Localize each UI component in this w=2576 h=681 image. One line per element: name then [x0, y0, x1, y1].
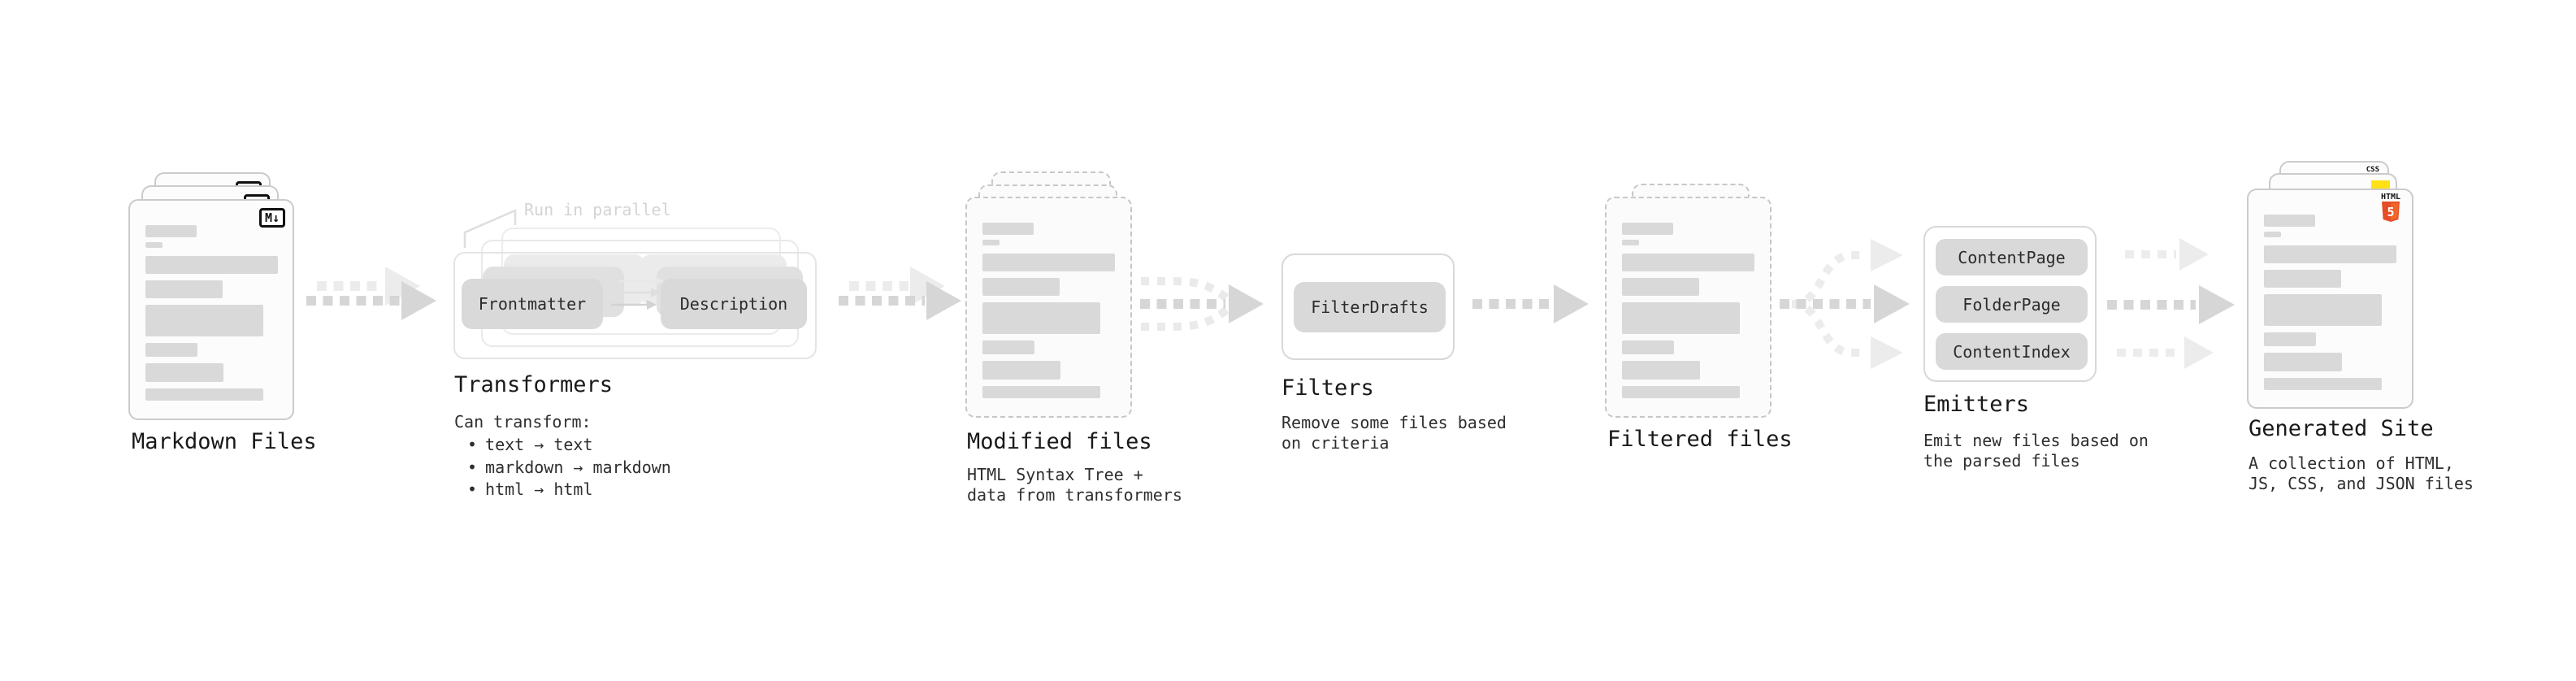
bullet-item: • markdown → markdown [461, 457, 671, 479]
placeholder-bars [1622, 223, 1754, 398]
bullet-item: • text → text [461, 434, 671, 457]
folder-page-box: FolderPage [1936, 286, 2088, 323]
bullet-text: markdown → markdown [485, 457, 671, 477]
file-card: M↓ [128, 199, 294, 420]
arrow-modified-to-filters-icon [1140, 277, 1264, 331]
file-card [965, 197, 1132, 418]
emitters-box: ContentPage FolderPage ContentIndex [1923, 226, 2097, 382]
html5-icon-label: HTML [2380, 193, 2401, 202]
description-label: Description [679, 294, 788, 314]
generated-site-title: Generated Site [2249, 416, 2434, 441]
subtitle-line: the parsed files [1923, 451, 2080, 471]
subtitle-line: on criteria [1281, 433, 1390, 453]
arrow-md-to-transformers-icon [306, 267, 436, 320]
placeholder-bars [982, 223, 1115, 398]
modified-files-title: Modified files [967, 429, 1152, 454]
filters-box: FilterDrafts [1281, 254, 1455, 360]
html5-icon: HTML 5 [2380, 193, 2401, 226]
subtitle-line: data from transformers [967, 485, 1182, 505]
filter-drafts-box: FilterDrafts [1294, 282, 1446, 332]
bullet-item: • html → html [461, 479, 671, 501]
description-box: Description [661, 279, 807, 329]
content-index-box: ContentIndex [1936, 333, 2088, 370]
transformer-panel [453, 252, 817, 359]
arrow-transformers-to-modified-icon [839, 267, 961, 320]
emitters-title: Emitters [1923, 392, 2030, 417]
modified-files-subtitle: HTML Syntax Tree + data from transformer… [967, 465, 1182, 505]
bullet-icon: • [467, 457, 478, 477]
bullet-icon: • [467, 435, 478, 454]
bullet-text: html → html [485, 479, 593, 499]
frontmatter-box: Frontmatter [462, 279, 603, 329]
subtitle-line: Emit new files based on [1923, 431, 2149, 450]
arrow-filters-to-filtered-icon [1472, 284, 1589, 323]
bullet-icon: • [467, 479, 478, 499]
subtitle-line: Remove some files based [1281, 413, 1507, 432]
transformers-subtitle: Can transform: [454, 412, 592, 432]
subtitle-line: JS, CSS, and JSON files [2249, 474, 2474, 493]
arrow-filtered-to-emitters-icon [1780, 239, 1910, 369]
frontmatter-label: Frontmatter [478, 294, 587, 314]
content-page-label: ContentPage [1958, 247, 2066, 267]
filtered-files-title: Filtered files [1607, 427, 1793, 452]
emitters-subtitle: Emit new files based on the parsed files [1923, 431, 2149, 471]
run-in-parallel-label: Run in parallel [524, 200, 671, 219]
transformers-title: Transformers [454, 372, 614, 397]
arrow-emitters-to-site-icon [2107, 238, 2235, 369]
bullet-text: text → text [485, 435, 593, 454]
content-page-box: ContentPage [1936, 239, 2088, 275]
placeholder-bars [2264, 215, 2396, 390]
file-card: HTML 5 [2247, 189, 2413, 409]
transformers-bullet-list: • text → text • markdown → markdown • html … [461, 434, 671, 501]
file-card [1605, 197, 1772, 418]
filters-title: Filters [1281, 375, 1374, 401]
generated-site-subtitle: A collection of HTML, JS, CSS, and JSON … [2249, 453, 2474, 494]
svg-text:5: 5 [2387, 205, 2394, 219]
html5-shield-icon: 5 [2382, 202, 2400, 222]
subtitle-line: A collection of HTML, [2249, 453, 2454, 473]
markdown-files-title: Markdown Files [132, 429, 317, 454]
subtitle-line: HTML Syntax Tree + [967, 465, 1143, 484]
folder-page-label: FolderPage [1962, 294, 2061, 314]
placeholder-bars [145, 225, 278, 401]
filters-subtitle: Remove some files based on criteria [1281, 413, 1507, 453]
filter-drafts-label: FilterDrafts [1311, 297, 1429, 317]
markdown-icon: M↓ [258, 208, 285, 228]
content-index-label: ContentIndex [1953, 341, 2071, 362]
